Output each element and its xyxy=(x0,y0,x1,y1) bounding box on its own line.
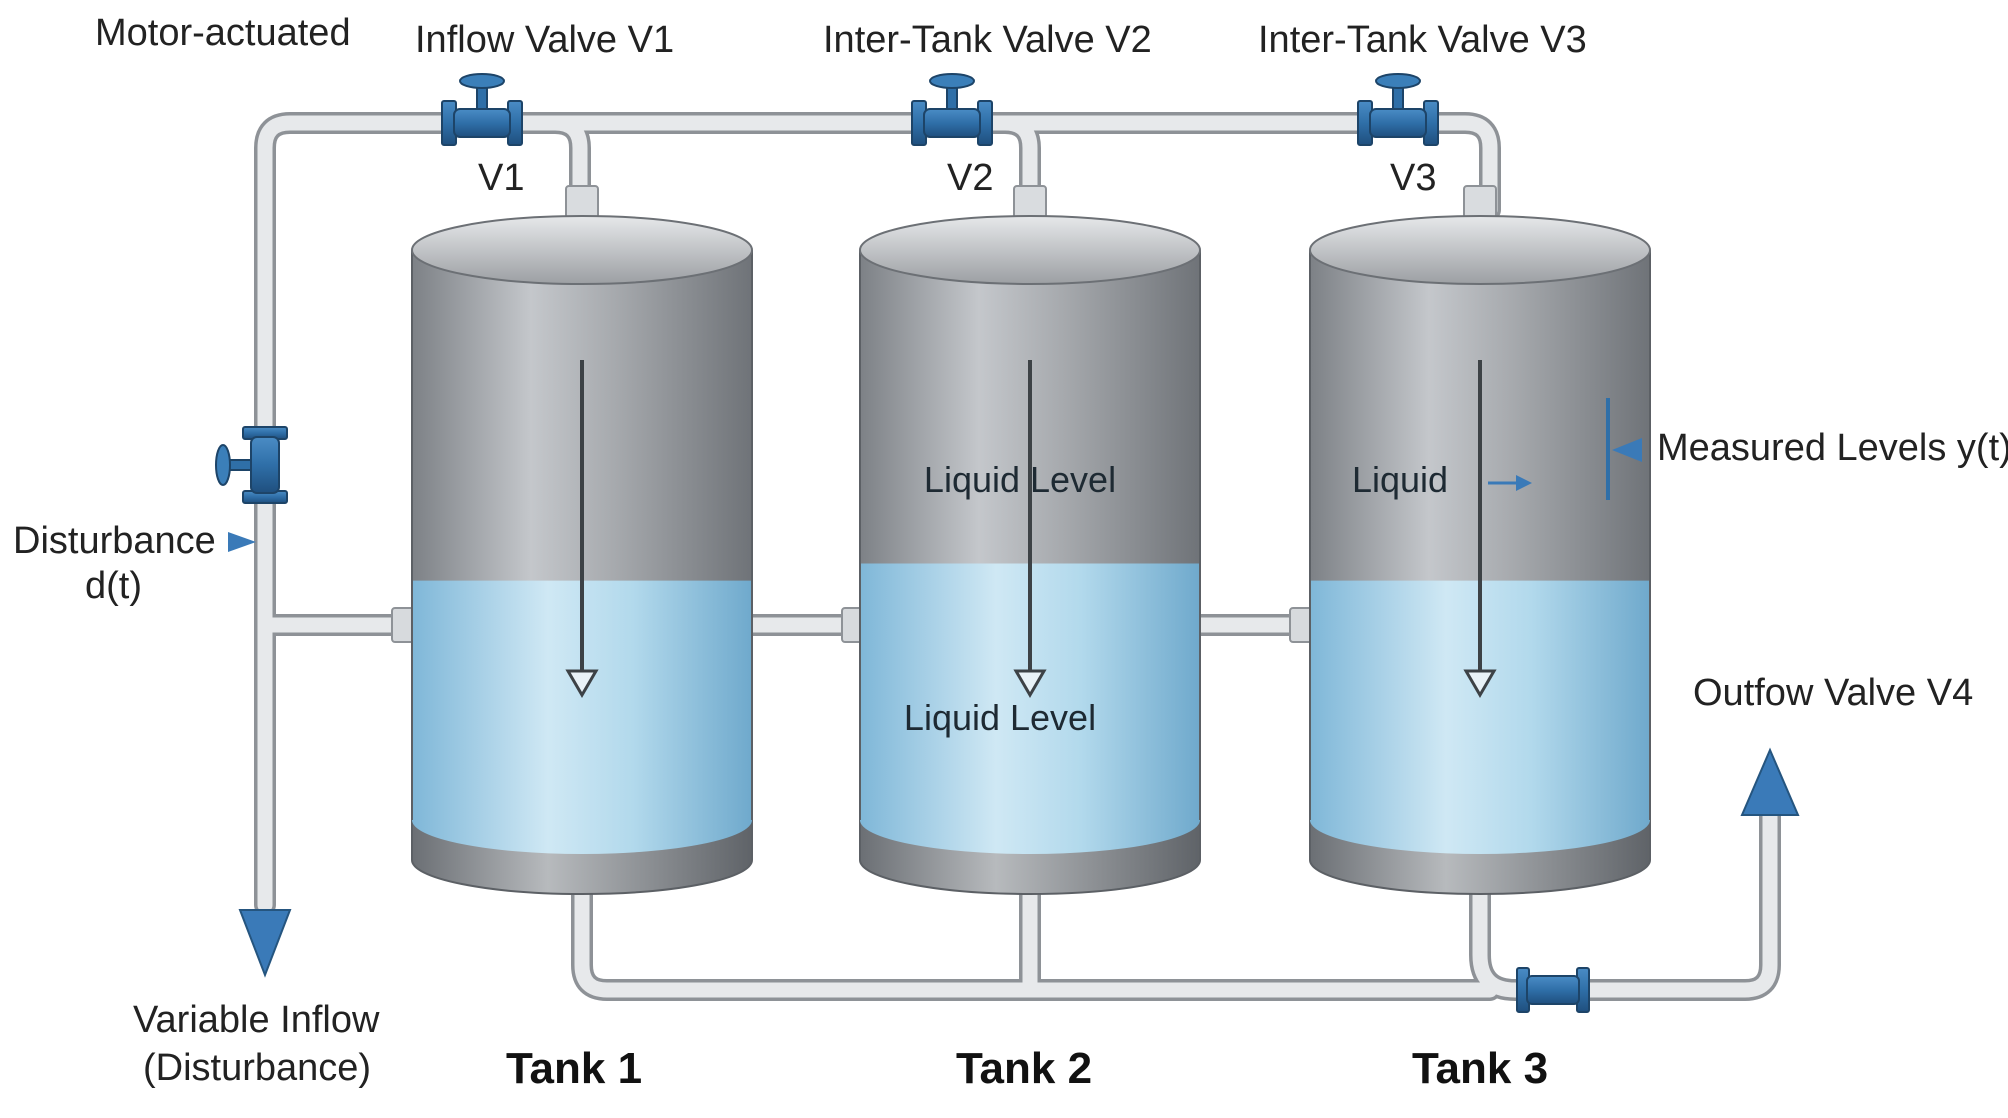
valve-v4[interactable] xyxy=(1516,967,1590,1013)
tank-name-labels: Tank 1 Tank 2 Tank 3 xyxy=(506,1044,1548,1093)
v3-label: V3 xyxy=(1390,157,1436,199)
tank-1-level-arrow xyxy=(565,669,599,698)
motor-actuated-label: Motor-actuated xyxy=(95,12,351,54)
tank-1-name: Tank 1 xyxy=(506,1044,642,1093)
measured-levels-label: Measured Levels y(t) xyxy=(1657,427,2008,469)
outflow-arrow xyxy=(1740,747,1800,816)
tank-2-inlet-nozzle xyxy=(1013,185,1047,219)
tank-3-inner-label: Liquid xyxy=(1352,459,1448,500)
disturbance-pointer-arrow xyxy=(228,532,256,552)
tank-3-level-arrow xyxy=(1463,669,1497,698)
valve-v2[interactable] xyxy=(911,73,993,146)
valve-v3[interactable] xyxy=(1357,73,1439,146)
tank-1 xyxy=(411,185,753,895)
equalizer-couplings xyxy=(391,607,1313,643)
disturbance-label: Disturbance xyxy=(13,520,216,562)
tank-3: Liquid xyxy=(1309,185,1651,895)
disturbance-symbol-label: d(t) xyxy=(85,565,142,607)
tank-2-lid xyxy=(859,215,1201,285)
tank3-level-arrow xyxy=(1488,475,1532,491)
v2-label: V2 xyxy=(947,157,993,199)
tank-2-liquid xyxy=(860,563,1200,854)
tank-3-name: Tank 3 xyxy=(1412,1044,1548,1093)
tank-2-inner-label: Liquid Level xyxy=(924,459,1116,500)
variable-inflow-arrow xyxy=(238,909,292,978)
tank-1-liquid xyxy=(412,580,752,854)
tank-1-lid xyxy=(411,215,753,285)
tank-3-liquid xyxy=(1310,580,1650,854)
coupling-tank3 xyxy=(1289,607,1313,643)
variable-inflow-sub-label: (Disturbance) xyxy=(143,1047,371,1089)
tank-3-inlet-nozzle xyxy=(1463,185,1497,219)
inflow-valve-label: Inflow Valve V1 xyxy=(415,19,674,61)
tank-2-name: Tank 2 xyxy=(956,1044,1092,1093)
inter-tank-v3-label: Inter-Tank Valve V3 xyxy=(1258,19,1587,61)
outflow-valve-label: Outfow Valve V4 xyxy=(1693,672,1973,714)
tank-1-inlet-nozzle xyxy=(565,185,599,219)
tank-2-inner-label: Liquid Level xyxy=(904,697,1096,738)
v1-label: V1 xyxy=(478,157,524,199)
variable-inflow-label: Variable Inflow xyxy=(133,999,380,1041)
measured-level-indicator xyxy=(1606,398,1642,500)
tank-2-level-arrow xyxy=(1013,669,1047,698)
inter-tank-v2-label: Inter-Tank Valve V2 xyxy=(823,19,1152,61)
coupling-tank1 xyxy=(391,607,415,643)
tank-3-lid xyxy=(1309,215,1651,285)
valve-v1[interactable] xyxy=(441,73,523,146)
disturbance-valve[interactable] xyxy=(215,426,288,504)
